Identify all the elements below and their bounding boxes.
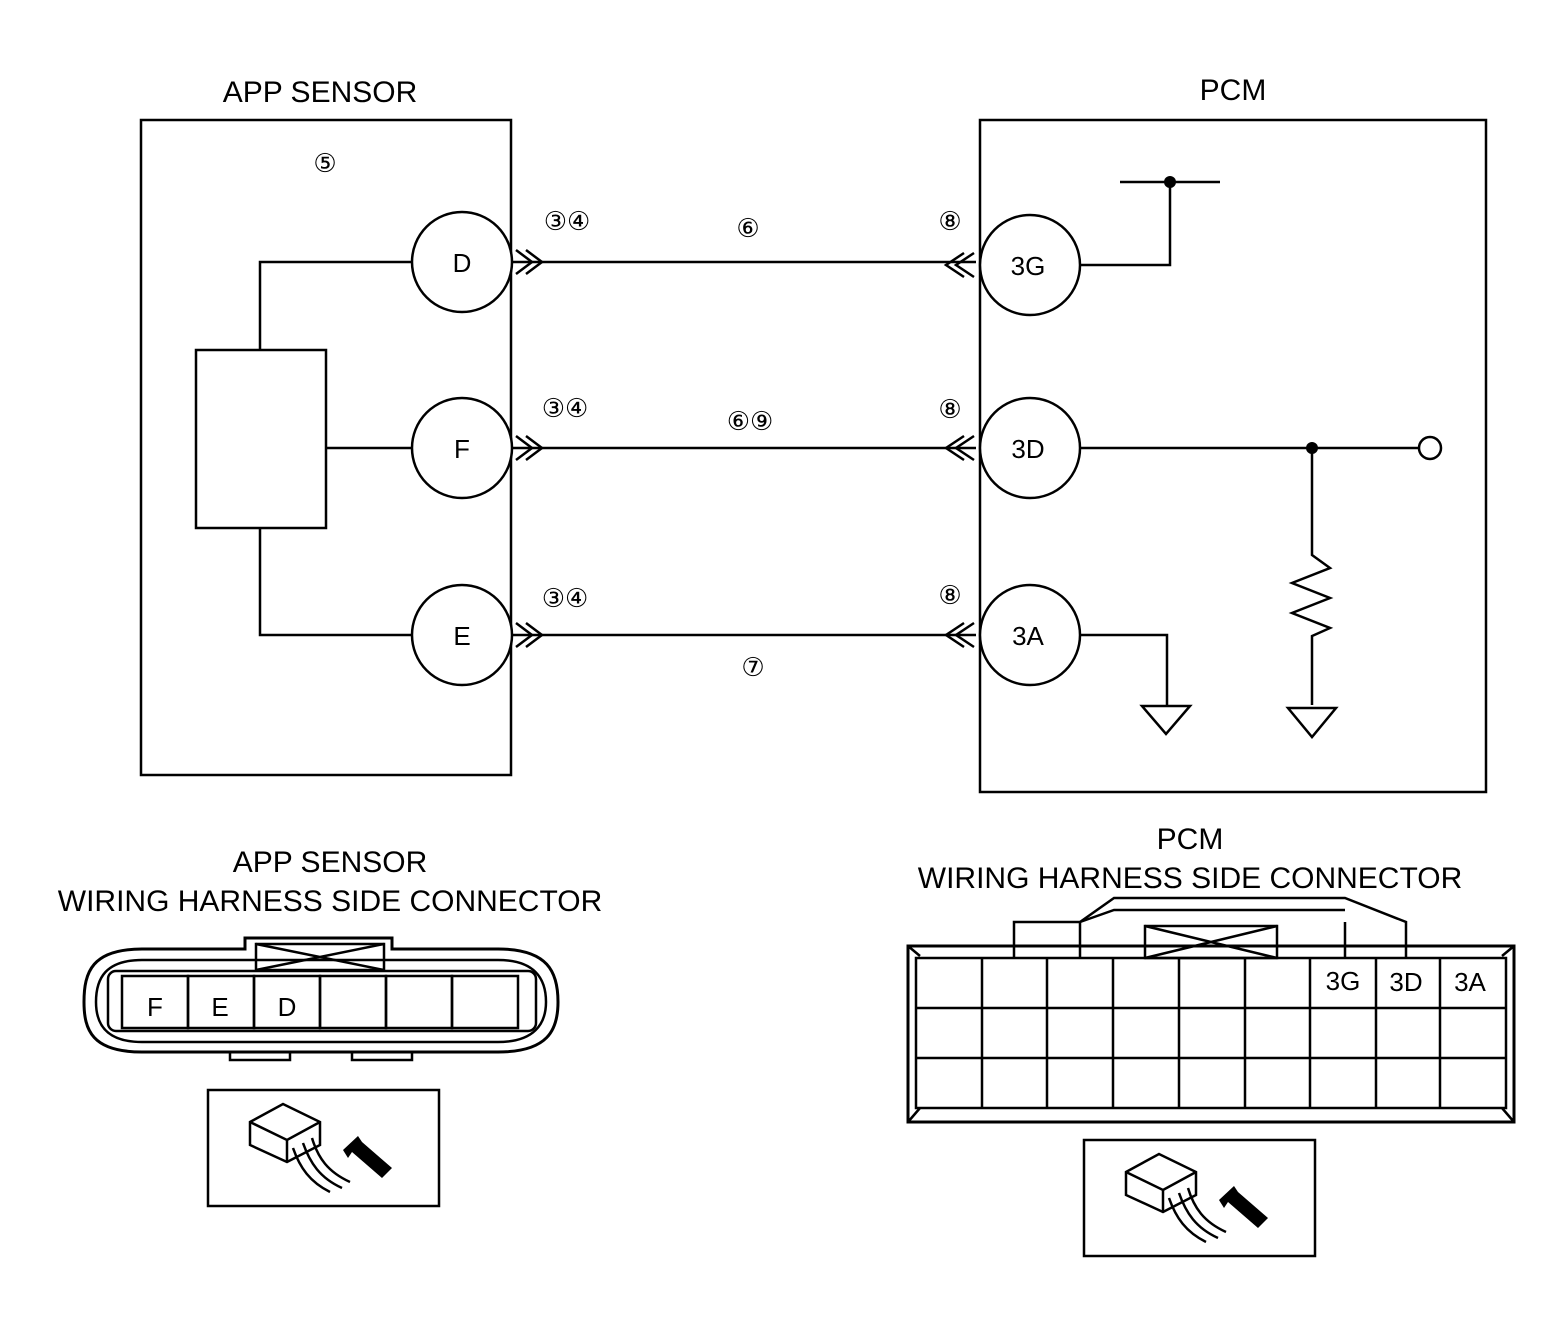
app-cell-3-label: D bbox=[278, 992, 297, 1022]
pcm-cell-grid bbox=[916, 958, 1506, 1108]
pcm-cell-3d-label: 3D bbox=[1389, 967, 1422, 997]
connector-block-edges bbox=[1125, 1170, 1197, 1212]
lock-latch-icon bbox=[254, 942, 386, 972]
view-direction-inset bbox=[1082, 1138, 1317, 1258]
pcm-pin-3g-label: 3G bbox=[1011, 251, 1046, 281]
harness-wires: ③④ ③④ ③④ ⑥ ⑥⑨ ⑦ ⑧ ⑧ ⑧ bbox=[512, 206, 976, 682]
pcm-latch-housing bbox=[1012, 896, 1408, 958]
connector-block-icon bbox=[248, 1102, 322, 1164]
ground-icon-resistor bbox=[1285, 706, 1339, 739]
wire-label-app-e: ③④ bbox=[542, 583, 589, 613]
harness-wires-icon bbox=[1167, 1187, 1227, 1244]
pcm-title: PCM bbox=[1200, 74, 1267, 107]
lock-latch-cross bbox=[1144, 924, 1278, 960]
connector-chevron-icon bbox=[515, 435, 545, 461]
internal-wire-e bbox=[258, 528, 412, 637]
app-cell-4 bbox=[318, 974, 388, 1030]
pcm-3g-internal-wire bbox=[1080, 182, 1172, 267]
app-connector-title-line1: APP SENSOR bbox=[233, 846, 428, 879]
housing-corner-lines bbox=[907, 945, 1515, 1123]
wire-label-mid-f: ⑥⑨ bbox=[727, 406, 774, 436]
terminal-open-icon bbox=[1417, 435, 1443, 461]
app-cell-5 bbox=[384, 974, 454, 1030]
app-sensor-block: APP SENSOR ⑤ D F E bbox=[139, 76, 514, 777]
pcm-cell-3a-label: 3A bbox=[1454, 967, 1486, 997]
pcm-connector-title-line2: WIRING HARNESS SIDE CONNECTOR bbox=[918, 862, 1463, 895]
ground-icon-3a bbox=[1139, 704, 1193, 736]
harness-wires-icon bbox=[291, 1137, 351, 1194]
app-connector-cavity bbox=[106, 969, 538, 1033]
sensor-element bbox=[194, 348, 328, 530]
pcm-cell-3g-label: 3G bbox=[1326, 966, 1361, 996]
wire-label-mid-e: ⑦ bbox=[741, 652, 764, 682]
lock-latch-cross bbox=[255, 942, 385, 972]
app-cell-2-label: E bbox=[211, 992, 228, 1022]
housing-tab bbox=[228, 1050, 292, 1062]
connector-chevron-icon bbox=[943, 434, 975, 462]
internal-wire-d bbox=[258, 260, 412, 350]
wire-label-pcm-a: ⑧ bbox=[938, 580, 961, 610]
pcm-connector-cavity bbox=[914, 956, 1508, 1110]
app-sensor-connector: APP SENSOR WIRING HARNESS SIDE CONNECTOR… bbox=[58, 846, 603, 1208]
connector-chevron-icon bbox=[943, 621, 975, 649]
view-direction-inset bbox=[206, 1088, 441, 1208]
wire-label-mid-d: ⑥ bbox=[736, 213, 759, 243]
pcm-pin-3a-label: 3A bbox=[1012, 621, 1044, 651]
connector-chevron-icon bbox=[515, 249, 545, 275]
pcm-connector: PCM WIRING HARNESS SIDE CONNECTOR 3G 3D … bbox=[906, 823, 1516, 1258]
wire-label-app-d: ③④ bbox=[544, 206, 591, 236]
wire-label-app-f: ③④ bbox=[542, 393, 589, 423]
connector-view-icon bbox=[1124, 1152, 1268, 1244]
view-arrow-icon bbox=[1219, 1186, 1268, 1228]
app-cell-1-label: F bbox=[147, 992, 163, 1022]
pcm-block: PCM 3G 3D 3A bbox=[978, 74, 1488, 794]
app-connector-inner-shell bbox=[94, 958, 548, 1044]
pcm-latch-detail bbox=[1078, 908, 1347, 958]
housing-tab bbox=[350, 1050, 414, 1062]
pcm-3a-internal-wire bbox=[1080, 633, 1169, 705]
app-pin-d-label: D bbox=[453, 248, 472, 278]
app-connector-title-line2: WIRING HARNESS SIDE CONNECTOR bbox=[58, 885, 603, 918]
app-connector-housing bbox=[82, 936, 560, 1054]
wire-label-pcm-g: ⑧ bbox=[938, 206, 961, 236]
connector-view-icon bbox=[248, 1102, 392, 1194]
app-sensor-step-label: ⑤ bbox=[313, 148, 336, 178]
view-arrow-icon bbox=[343, 1136, 392, 1178]
connector-block-edges bbox=[249, 1120, 321, 1162]
pcm-pin-3d-label: 3D bbox=[1011, 434, 1044, 464]
app-pin-e-label: E bbox=[453, 621, 470, 651]
wire-label-pcm-d: ⑧ bbox=[938, 394, 961, 424]
pcm-connector-housing bbox=[906, 944, 1516, 1124]
app-sensor-title: APP SENSOR bbox=[223, 76, 418, 109]
app-cell-6 bbox=[450, 974, 520, 1030]
app-pin-f-label: F bbox=[454, 434, 470, 464]
connector-chevron-icon bbox=[943, 251, 975, 279]
resistor-icon bbox=[1288, 448, 1334, 705]
connector-chevron-icon bbox=[515, 622, 545, 648]
connector-block-icon bbox=[1124, 1152, 1198, 1214]
junction-dot-3g bbox=[1164, 176, 1176, 188]
pcm-connector-title-line1: PCM bbox=[1157, 823, 1224, 856]
